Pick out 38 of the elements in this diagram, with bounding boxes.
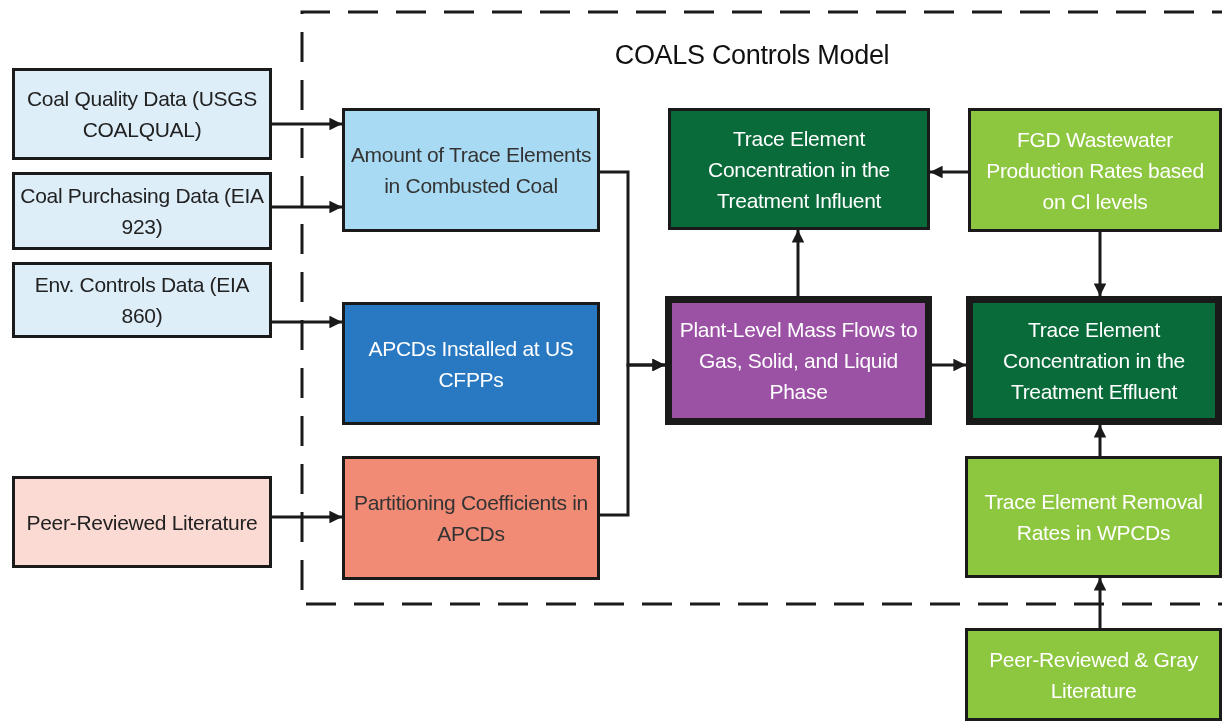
arrow [791, 230, 805, 296]
box-label: Trace Element Concentration in the Treatment Influent [707, 125, 891, 214]
process-box [968, 108, 1222, 232]
process-box [668, 108, 930, 230]
box-label: Trace Element Concentration in the Treatment Effluent [1002, 317, 1186, 405]
process-box [342, 456, 600, 580]
process-box [965, 456, 1222, 578]
arrow [600, 358, 665, 517]
arrow [1093, 232, 1107, 296]
box-label: Coal Purchasing Data (EIA 923) [19, 183, 265, 240]
box-label: APCDs Installed at US CFPPs [367, 335, 575, 393]
box-label: Coal Quality Data (USGS COALQUAL) [26, 86, 258, 143]
arrow [932, 358, 966, 372]
source-box [12, 476, 272, 568]
box-label: Partitioning Coefficients in APCDs [353, 490, 589, 547]
process-box [665, 296, 932, 425]
box-label: Amount of Trace Elements in Combusted Coal [349, 142, 593, 199]
source-box [12, 68, 272, 160]
box-label: Peer-Reviewed & Gray Literature [988, 646, 1199, 704]
arrow [272, 510, 342, 524]
box-label: Plant-Level Mass Flows to Gas, Solid, and Liquid Phase [678, 317, 919, 405]
arrow [930, 165, 968, 179]
process-box [342, 302, 600, 425]
arrow [272, 315, 342, 329]
source-box [12, 262, 272, 338]
boundary-label: COALS Controls Model [613, 40, 891, 71]
arrow [272, 117, 342, 131]
arrow [1093, 425, 1107, 456]
box-label: Peer-Reviewed Literature [25, 509, 259, 536]
box-label: Env. Controls Data (EIA 860) [33, 272, 251, 329]
source-box [12, 172, 272, 250]
box-label: FGD Wastewater Production Rates based on Cl levels [985, 126, 1205, 215]
process-box [966, 296, 1222, 425]
box-label: Trace Element Removal Rates in WPCDs [983, 489, 1204, 546]
arrow [1093, 578, 1107, 628]
process-box [342, 108, 600, 232]
source-box [965, 628, 1222, 721]
arrow [272, 200, 342, 214]
